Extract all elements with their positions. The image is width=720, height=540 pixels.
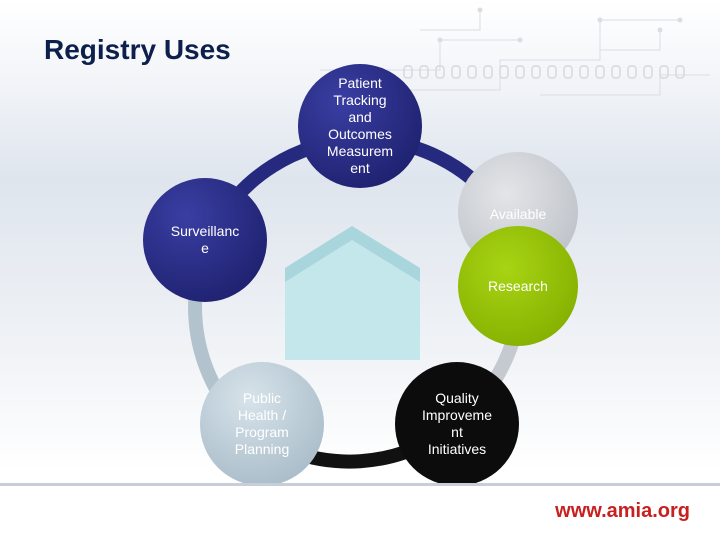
node-available-label: Available — [490, 206, 547, 223]
node-surveillance-label: Surveillanc e — [171, 223, 239, 257]
node-patient-label: Patient Tracking and Outcomes Measurem e… — [327, 75, 393, 177]
footer-url: www.amia.org — [555, 500, 690, 523]
house-shape — [285, 226, 420, 360]
footer-divider — [0, 483, 720, 486]
node-surveillance: Surveillanc e — [145, 180, 265, 300]
node-research: Research — [458, 268, 578, 304]
node-available: Available — [458, 196, 578, 232]
node-quality: Quality Improveme nt Initiatives — [397, 364, 517, 484]
node-public-health-label: Public Health / Program Planning — [235, 390, 290, 458]
node-research-label: Research — [488, 278, 548, 295]
node-patient: Patient Tracking and Outcomes Measurem e… — [300, 66, 420, 186]
node-public-health: Public Health / Program Planning — [202, 364, 322, 484]
node-quality-label: Quality Improveme nt Initiatives — [422, 390, 492, 458]
